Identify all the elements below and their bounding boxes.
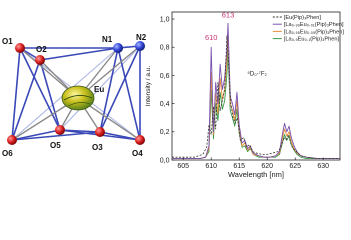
y-tick-label: 0,2 <box>160 129 170 136</box>
annotations-layer: 610 613 ⁵D₀-⁷F₂ <box>205 11 268 78</box>
label-O5: O5 <box>50 141 61 150</box>
atom-O3 <box>95 127 105 137</box>
series-line-3 <box>172 49 340 160</box>
x-tick-label: 605 <box>177 163 189 170</box>
y-tick-label: 0,4 <box>160 101 170 108</box>
label-O4: O4 <box>132 149 143 158</box>
label-O1: O1 <box>2 37 13 46</box>
peak-annotation-1: 613 <box>222 11 235 20</box>
peak-annotation-2: ⁵D₀-⁷F₂ <box>247 70 267 77</box>
x-tick-label: 610 <box>205 163 217 170</box>
legend-label-2: [La₀.₉₅Eu₀.₀₅(Pip)₃Phen] <box>284 29 345 35</box>
x-tick-label: 625 <box>289 163 301 170</box>
series-layer <box>172 22 340 160</box>
series-line-2 <box>172 32 340 160</box>
y-axis-label: Intensity / a.u. <box>145 66 152 107</box>
atom-N2 <box>135 41 145 51</box>
x-tick-label: 630 <box>317 163 329 170</box>
y-tick-label: 0,8 <box>160 45 170 52</box>
label-O2: O2 <box>36 45 47 54</box>
legend-label-3: [La₀.₉Eu₀.₁(Pip)₃Phen] <box>284 37 340 43</box>
legend: [Eu(Pip)₃Phen][La₀.₉₉Eu₀.₀₁(Pip)₃Phen][L… <box>272 15 345 43</box>
label-N2: N2 <box>136 33 147 42</box>
eu-atom <box>61 85 95 111</box>
atom-N1 <box>113 43 123 53</box>
x-tick-label: 615 <box>233 163 245 170</box>
x-tick-label: 620 <box>261 163 273 170</box>
plot-frame <box>171 11 341 161</box>
label-O3: O3 <box>92 143 103 152</box>
label-N1: N1 <box>102 35 113 44</box>
series-line-1 <box>172 22 340 160</box>
atom-O1 <box>15 43 25 53</box>
legend-label-1: [La₀.₉₉Eu₀.₀₁(Pip)₃Phen] <box>284 22 344 28</box>
x-axis-label: Wavelength [nm] <box>228 170 284 179</box>
y-tick-label: 0,6 <box>160 73 170 80</box>
atom-O5 <box>55 125 65 135</box>
y-tick-label: 1,0 <box>160 16 170 23</box>
peak-annotation-0: 610 <box>205 33 218 42</box>
y-tick-label: 0,0 <box>160 157 170 164</box>
ticks-layer: 605 610 615 620 625 630 0,0 0,2 0,4 0,6 0,8 1,0 <box>160 16 329 170</box>
label-O6: O6 <box>2 149 13 158</box>
coordination-polyhedron: Eu O1 O2 N1 N2 O6 O5 O3 O4 <box>2 33 147 158</box>
atom-O6 <box>7 135 17 145</box>
atom-O4 <box>135 135 145 145</box>
eu-label: Eu <box>94 85 104 94</box>
emission-spectrum-chart: 605 610 615 620 625 630 0,0 0,2 0,4 0,6 0,8 1,0 610… <box>145 11 344 179</box>
series-line-0 <box>172 35 340 159</box>
atom-O2 <box>35 55 45 65</box>
legend-label-0: [Eu(Pip)₃Phen] <box>284 15 322 21</box>
